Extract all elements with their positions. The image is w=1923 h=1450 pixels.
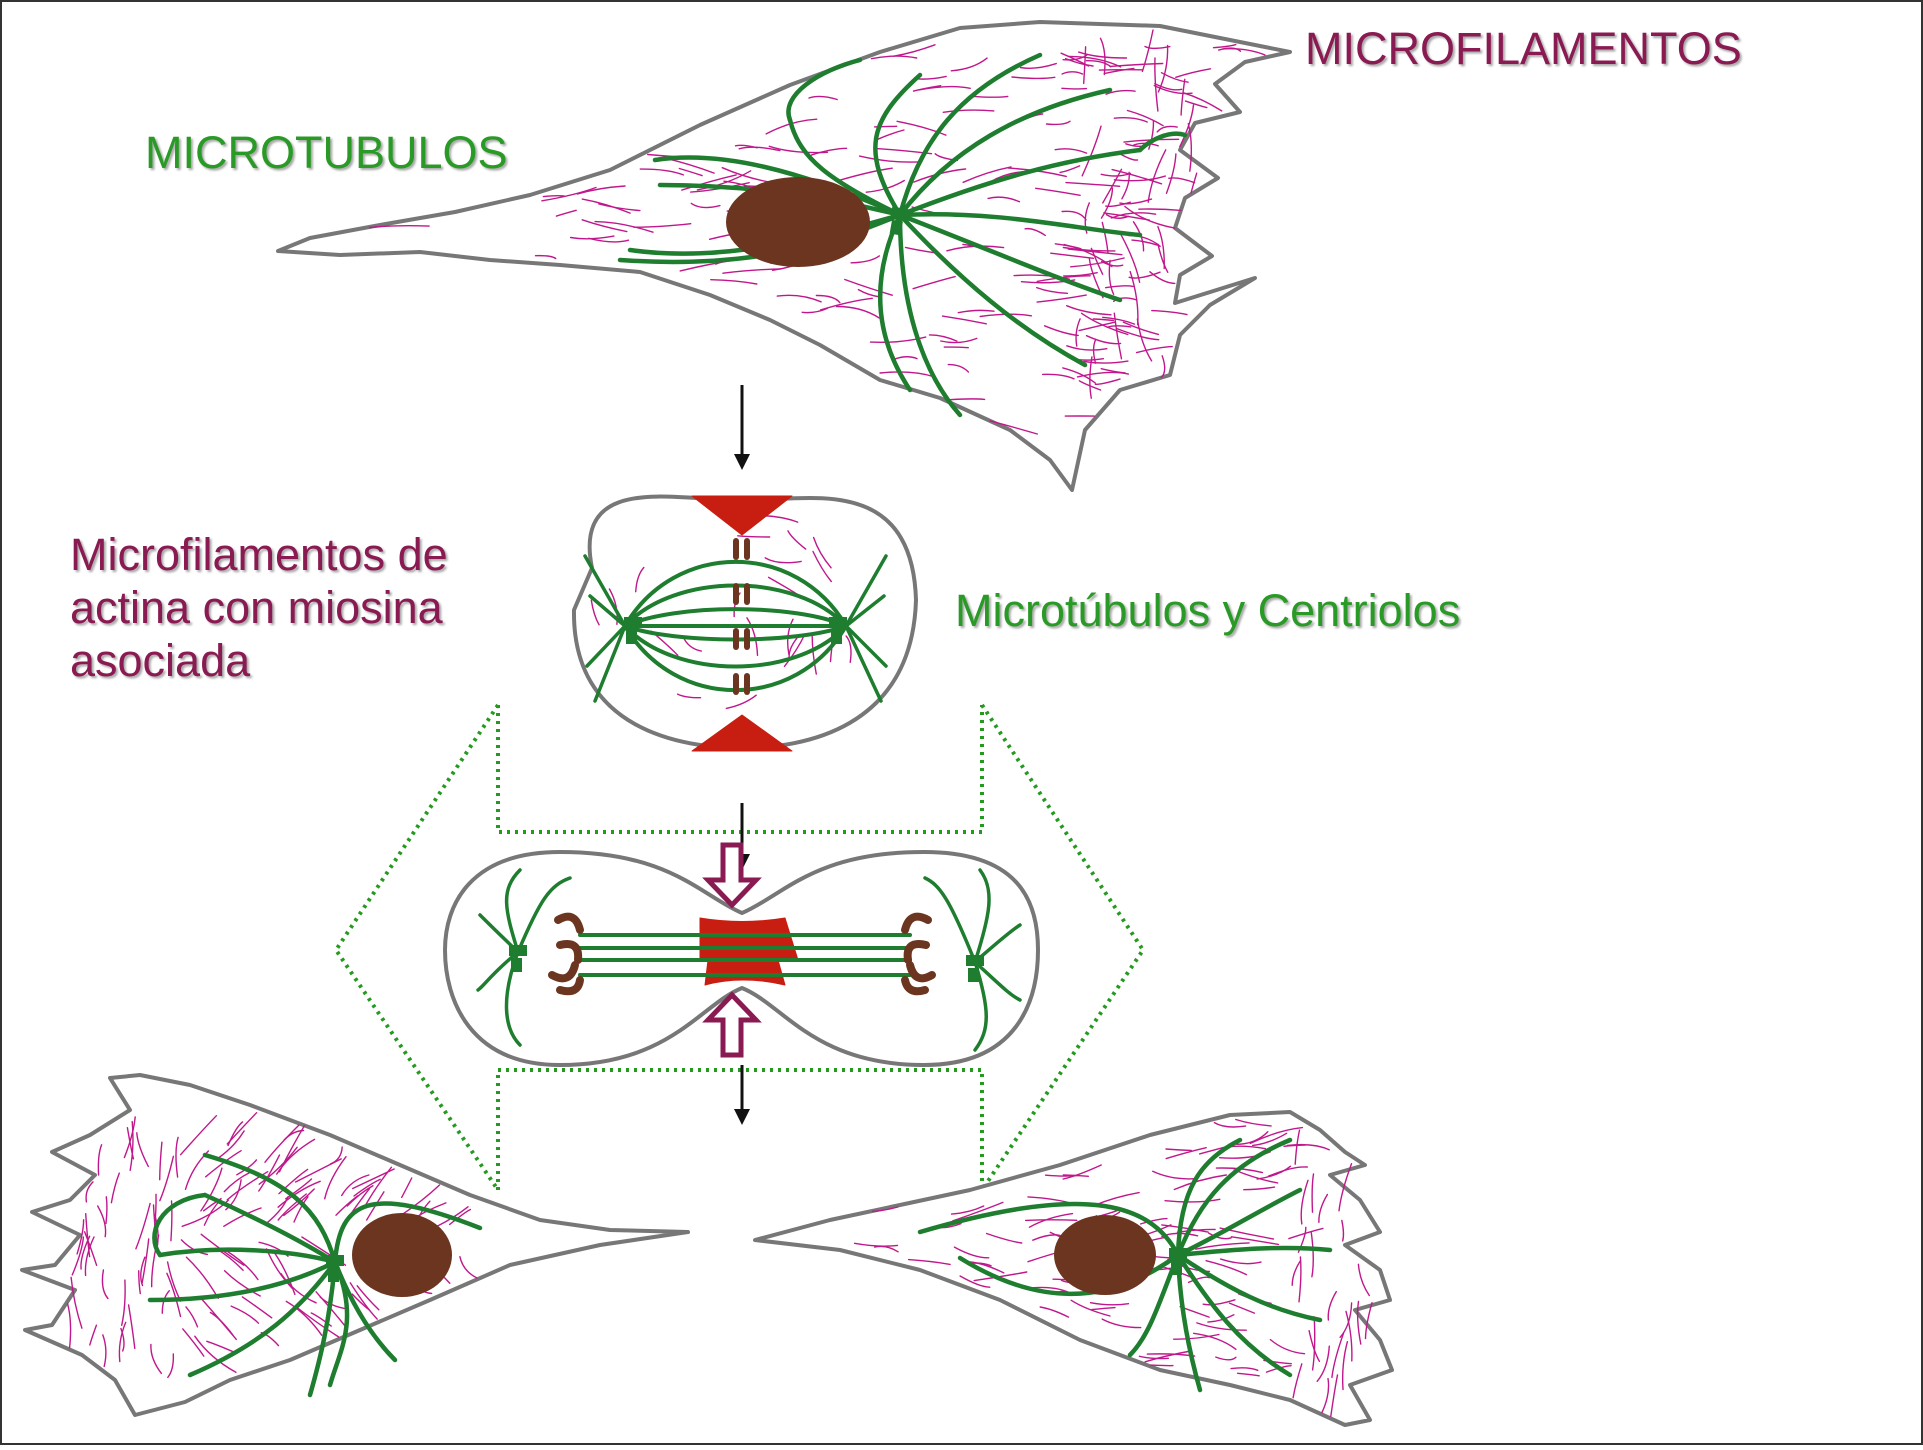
chromosome bbox=[744, 673, 750, 695]
microfilament bbox=[944, 347, 968, 348]
chromosome bbox=[744, 538, 750, 560]
nucleus bbox=[1054, 1215, 1156, 1295]
chromosome bbox=[744, 628, 750, 650]
nucleus bbox=[726, 177, 870, 267]
centriole-part bbox=[624, 617, 642, 628]
metaphase-cell bbox=[574, 496, 916, 751]
label-microfilamentos: MICROFILAMENTOS bbox=[1305, 22, 1742, 75]
label-actin-microfilaments: Microfilamentos de actina con miosina as… bbox=[70, 528, 448, 687]
centriole-part bbox=[1169, 1248, 1187, 1259]
centriole-part bbox=[626, 630, 637, 644]
label-actin-line-1: Microfilamentos de bbox=[70, 528, 448, 581]
chromosome bbox=[733, 673, 739, 695]
label-microtubulos: MICROTUBULOS bbox=[145, 126, 508, 179]
label-actin-line-2: actina con miosina bbox=[70, 581, 448, 634]
microfilament bbox=[1026, 1220, 1077, 1221]
label-microtubules-centrioles: Microtúbulos y Centriolos bbox=[955, 584, 1460, 637]
microfilament bbox=[1062, 88, 1087, 89]
chromosome bbox=[733, 583, 739, 605]
label-actin-line-3: asociada bbox=[70, 634, 448, 687]
chromosome bbox=[733, 628, 739, 650]
nucleus bbox=[352, 1213, 452, 1297]
centriole-part bbox=[829, 617, 847, 628]
chromosome bbox=[733, 538, 739, 560]
centriole-part bbox=[328, 1268, 339, 1282]
chromosome bbox=[744, 583, 750, 605]
centriole-part bbox=[831, 630, 842, 644]
contractile-ring bbox=[700, 918, 798, 960]
centriole-part bbox=[326, 1255, 344, 1266]
centriole-part bbox=[1171, 1261, 1182, 1275]
microfilament bbox=[1151, 1365, 1173, 1366]
